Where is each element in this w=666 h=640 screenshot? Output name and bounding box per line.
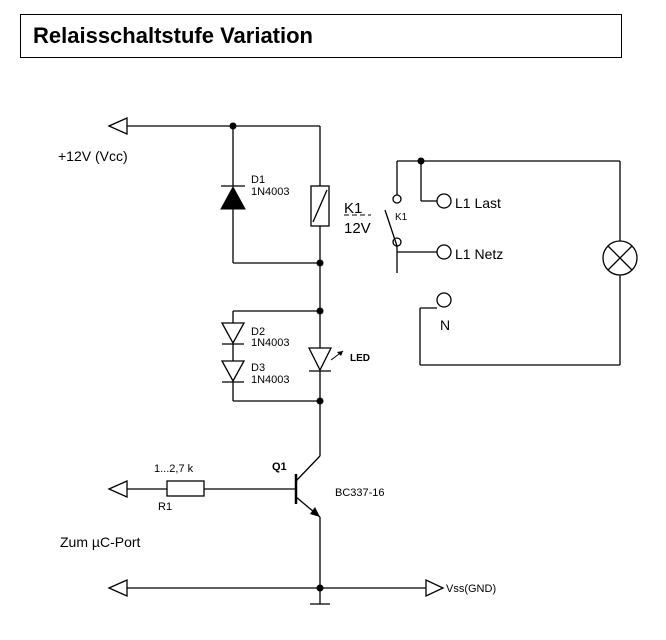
terminal-l1-netz — [436, 244, 452, 260]
r1-resistor-symbol — [166, 480, 205, 497]
gnd-left-arrow — [107, 578, 128, 598]
l1-netz-label: L1 Netz — [455, 246, 503, 262]
d2-d3-branch-wire — [232, 310, 320, 402]
vss-label: Vss(GND) — [446, 583, 496, 595]
n-label: N — [440, 317, 450, 333]
q1-ref-label: Q1 — [272, 461, 287, 473]
relay-coil-symbol — [310, 185, 330, 227]
port-label: Zum µC-Port — [60, 534, 141, 550]
d3-ref-label: D3 — [251, 362, 265, 374]
relay-switch-symbol — [384, 194, 402, 247]
d3-type-label: 1N4003 — [251, 374, 290, 386]
d1-diode-symbol — [220, 185, 246, 210]
lamp-icon — [602, 240, 638, 276]
d2-diode-symbol — [220, 322, 246, 345]
d1-type-label: 1N4003 — [251, 186, 290, 198]
r1-ref-label: R1 — [158, 501, 172, 513]
d3-diode-symbol — [220, 360, 246, 383]
vcc-label: +12V (Vcc) — [58, 148, 128, 164]
k1-contact-label: K1 — [395, 212, 408, 223]
led-symbol — [307, 347, 344, 372]
terminal-l1-last — [436, 193, 452, 209]
junction-dots — [229, 122, 425, 592]
k1-ref-label: K1 — [344, 200, 362, 217]
q1-transistor-symbol — [294, 455, 321, 518]
vcc-terminal-arrow — [107, 116, 128, 136]
d1-ref-label: D1 — [251, 174, 265, 186]
title-box: Relaisschaltstufe Variation — [20, 14, 622, 58]
terminal-n — [436, 292, 452, 308]
port-terminal-arrow — [107, 479, 128, 499]
page-title: Relaisschaltstufe Variation — [33, 23, 313, 48]
r1-value-label: 1...2,7 k — [154, 463, 194, 475]
l1-last-label: L1 Last — [455, 195, 501, 211]
gnd-right-arrow — [425, 578, 445, 598]
d1-branch-wire — [232, 126, 320, 264]
led-label: LED — [350, 353, 370, 364]
contact-wires — [396, 160, 621, 366]
q1-type-label: BC337-16 — [335, 487, 385, 499]
d2-ref-label: D2 — [251, 326, 265, 338]
d2-type-label: 1N4003 — [251, 337, 290, 349]
k1-voltage-label: 12V — [344, 220, 371, 237]
